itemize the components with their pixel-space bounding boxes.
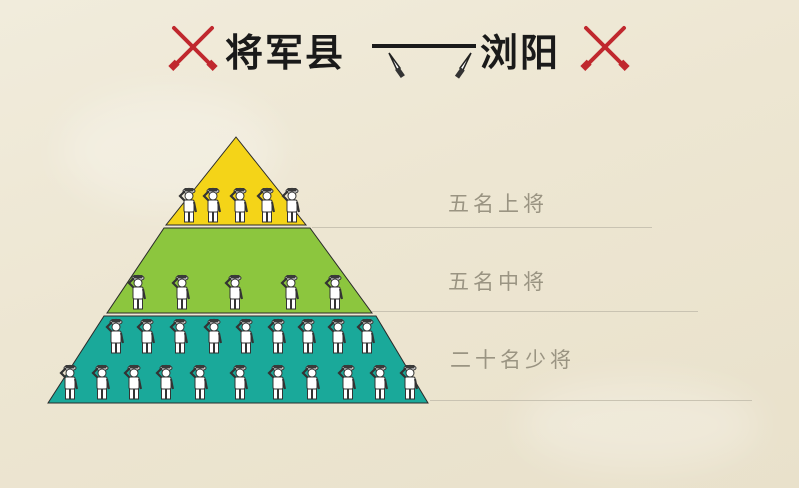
tier-middle xyxy=(106,227,373,314)
paper-texture xyxy=(520,380,760,470)
knife-icon xyxy=(388,52,405,79)
crossed-rifles-icon xyxy=(580,26,630,71)
crossed-rifles-icon xyxy=(168,26,218,71)
rank-label-lieutenant-general: 五名中将 xyxy=(448,270,548,294)
title-county: 将军县 xyxy=(225,31,346,75)
knife-icon xyxy=(454,52,472,79)
title-banner: 将军县 浏阳 xyxy=(0,8,799,79)
rank-divider xyxy=(372,311,698,312)
rank-divider xyxy=(430,400,752,401)
title-place: 浏阳 xyxy=(480,31,561,75)
rank-label-general: 五名上将 xyxy=(448,192,548,216)
rank-divider xyxy=(312,227,652,228)
title-dash xyxy=(372,44,476,48)
rank-label-major-general: 二十名少将 xyxy=(450,348,575,372)
